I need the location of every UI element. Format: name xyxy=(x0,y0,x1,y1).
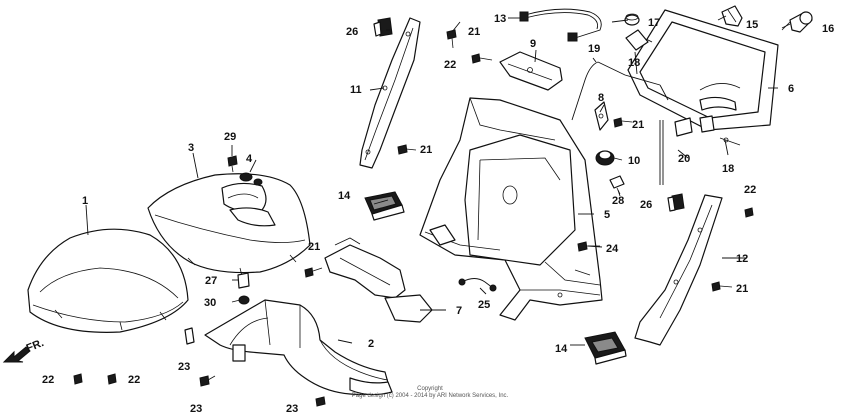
copyright-line-2: Page design (c) 2004 - 2014 by ARI Netwo… xyxy=(351,393,509,399)
callout-26b: 26 xyxy=(640,199,652,211)
callout-2: 2 xyxy=(368,338,374,350)
leader-lines xyxy=(85,15,791,346)
copyright-line-1: Copyright xyxy=(417,386,443,392)
pad-part-20 xyxy=(674,117,693,137)
inner-box-part xyxy=(419,97,603,321)
callout-8: 8 xyxy=(598,92,604,104)
rod-part-19 xyxy=(571,61,669,121)
small-wire-part xyxy=(458,278,497,292)
callout-14b: 14 xyxy=(555,343,568,355)
switch-part-14b xyxy=(584,331,627,365)
socket-part xyxy=(781,11,813,33)
callout-23a: 23 xyxy=(178,361,190,373)
callout-26a: 26 xyxy=(346,26,358,38)
bolt-set xyxy=(73,29,754,407)
rod-part-vertical xyxy=(659,120,664,185)
bracket-part xyxy=(499,51,563,91)
callout-1: 1 xyxy=(82,195,88,207)
callout-19: 19 xyxy=(588,43,600,55)
callout-22c: 22 xyxy=(42,374,54,386)
floor-panel-part xyxy=(204,299,393,396)
callout-30: 30 xyxy=(204,297,216,309)
callout-23b: 23 xyxy=(190,403,202,415)
callout-14a: 14 xyxy=(338,190,351,202)
callout-4: 4 xyxy=(246,153,253,165)
copyright-notice: Copyright Page design (c) 2004 - 2014 by… xyxy=(300,386,560,400)
callout-5: 5 xyxy=(604,209,610,221)
callout-17: 17 xyxy=(648,17,660,29)
callout-15: 15 xyxy=(746,19,758,31)
callout-18a: 18 xyxy=(628,57,640,69)
wire-part xyxy=(519,8,602,42)
round-grommet-part xyxy=(595,150,615,166)
callout-28: 28 xyxy=(612,195,624,207)
switch-part-14a xyxy=(364,191,405,221)
callout-21a: 21 xyxy=(468,26,480,38)
callout-13: 13 xyxy=(494,13,506,25)
callout-21c: 21 xyxy=(632,119,644,131)
callout-24: 24 xyxy=(606,243,619,255)
callout-21e: 21 xyxy=(736,283,748,295)
clip-part-26b xyxy=(667,193,685,212)
callout-27: 27 xyxy=(205,275,217,287)
callout-18b: 18 xyxy=(722,163,734,175)
callout-6: 6 xyxy=(788,83,794,95)
callout-22a: 22 xyxy=(444,59,456,71)
callout-3: 3 xyxy=(188,142,194,154)
callout-labels: 1 2 3 4 5 6 7 8 9 10 11 12 13 14 14 15 1… xyxy=(42,13,834,415)
lower-bracket-part xyxy=(324,237,433,323)
upper-cover-part xyxy=(147,173,311,277)
luggage-box-part xyxy=(625,9,779,133)
callout-16: 16 xyxy=(822,23,834,35)
left-side-strip-part xyxy=(359,17,421,169)
callout-12: 12 xyxy=(736,253,748,265)
direction-label: FR. xyxy=(25,337,46,355)
callout-25: 25 xyxy=(478,299,490,311)
callout-22d: 22 xyxy=(128,374,140,386)
callout-7: 7 xyxy=(456,305,462,317)
clip-part-15 xyxy=(721,5,743,27)
callout-21d: 21 xyxy=(308,241,320,253)
fastener-part-28 xyxy=(609,175,625,195)
grommet-part xyxy=(624,13,640,26)
callout-23c: 23 xyxy=(286,403,298,415)
callout-20: 20 xyxy=(678,153,690,165)
callout-29: 29 xyxy=(224,131,236,143)
small-bracket-part xyxy=(594,101,609,131)
callout-22b: 22 xyxy=(744,184,756,196)
front-direction-arrow: FR. xyxy=(2,337,46,363)
callout-10: 10 xyxy=(628,155,640,167)
callout-11: 11 xyxy=(350,84,362,96)
right-side-strip-part xyxy=(634,194,723,346)
front-cover-part xyxy=(27,228,189,333)
callout-9: 9 xyxy=(530,38,536,50)
clip-part-26a xyxy=(373,17,393,37)
callout-21b: 21 xyxy=(420,144,432,156)
pin-part-18 xyxy=(719,137,741,146)
